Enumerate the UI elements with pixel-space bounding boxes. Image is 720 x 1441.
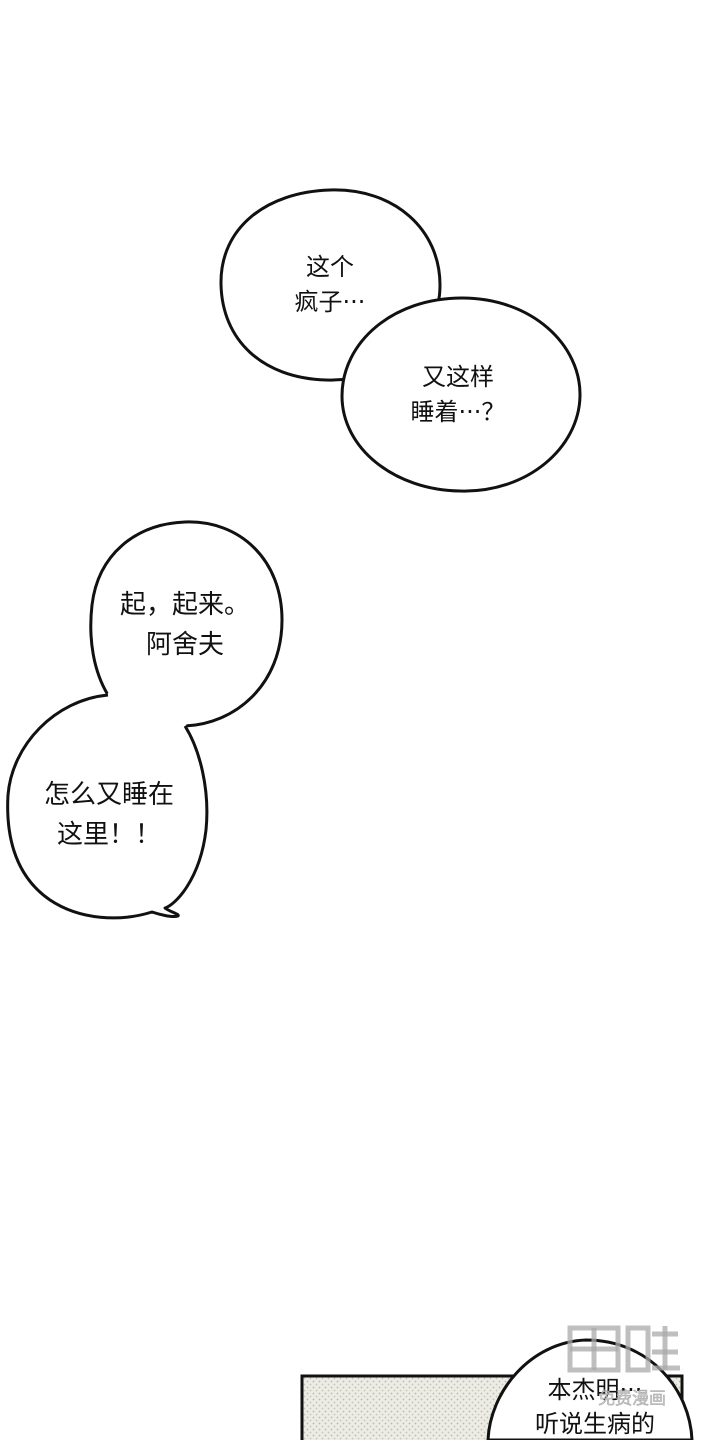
- bubble-line: 怎么又睡在: [43, 780, 174, 810]
- speech-bubble-bottom: [486, 1338, 694, 1440]
- bubble-line: 这里！！: [56, 820, 161, 851]
- speech-bubble-top-right: [340, 296, 582, 493]
- bubble-line: 这个: [306, 253, 354, 281]
- bubble-text-mid-lower: 怎么又睡在 这里！！: [14, 775, 204, 856]
- bubble-text-top-right: 又这样 睡着···？: [388, 360, 528, 430]
- watermark-logo-icon: [567, 1325, 680, 1373]
- bubble-text-mid-upper: 起，起来。 阿舍夫: [100, 585, 270, 666]
- bubble-line: 阿舍夫: [145, 630, 224, 661]
- speech-bubble-middle: [6, 520, 284, 920]
- bubble-text-bottom: 本杰明··· 听说生病的: [500, 1374, 690, 1441]
- bubble-line: 睡着···？: [410, 397, 506, 426]
- bubble-line: 起，起来。: [119, 590, 250, 620]
- watermark-text: 免费漫画: [598, 1389, 667, 1410]
- bubble-line: 本杰明···: [547, 1376, 643, 1404]
- bubble-text-top-left: 这个 疯子···: [268, 250, 392, 320]
- bubble-line: 疯子···: [294, 287, 366, 316]
- bubble-line: 又这样: [422, 363, 494, 391]
- bubble-line: 听说生病的: [535, 1409, 655, 1438]
